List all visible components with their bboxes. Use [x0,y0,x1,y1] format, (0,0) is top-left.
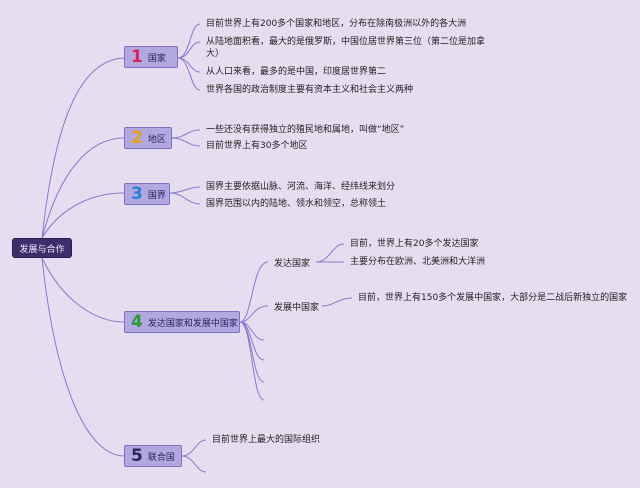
branch-label-5: 联合国 [147,452,175,463]
leaf-1-1: 目前世界上有200多个国家和地区，分布在除南极洲以外的各大洲 [206,19,467,29]
leaf-4-1-1: 目前，世界上有20多个发达国家 [350,239,479,249]
connector-b5-leaves [181,439,207,473]
branch-label-2: 地区 [147,134,166,145]
leaf-4-1-2: 主要分布在欧洲、北美洲和大洋洲 [350,257,486,267]
connector-b1-leaves [177,23,201,91]
branch-node-3[interactable]: 3 国界 [124,183,170,205]
leaf-1-2: 从陆地面积看，最大的是俄罗斯，中国位居世界第三位（第二位是加拿 [206,37,486,47]
connector-sub2-leaves [321,297,353,307]
connector-b3-leaves [169,186,201,205]
branch-node-5[interactable]: 5 联合国 [124,445,182,467]
branch-label-4: 发达国家和发展中国家 [147,318,238,329]
connector-sub1-leaves [315,243,345,263]
leaf-1-5: 世界各国的政治制度主要有资本主义和社会主义两种 [206,85,414,95]
sub-branch-developing[interactable]: 发展中国家 [274,303,320,313]
branch-node-4[interactable]: 4 发达国家和发展中国家 [124,311,240,333]
connector-root-b1 [41,57,125,239]
branch-number-2: 2 [131,127,143,148]
branch-label-1: 国家 [147,53,166,64]
leaf-2-1: 一些还没有获得独立的殖民地和属地，叫做“地区” [206,125,405,135]
leaf-1-4: 从人口来看，最多的是中国，印度居世界第二 [206,67,387,77]
branch-node-1[interactable]: 1 国家 [124,46,178,68]
branch-node-2[interactable]: 2 地区 [124,127,172,149]
connector-root-b4 [41,257,125,323]
leaf-2-2: 目前世界上有30多个地区 [206,141,308,151]
leaf-5-1: 目前世界上最大的国际组织 [212,435,321,445]
leaf-4-2-1: 目前，世界上有150多个发展中国家，大部分是二战后新独立的国家 [358,293,628,303]
branch-number-5: 5 [131,445,143,466]
leaf-3-1: 国界主要依据山脉、河流、海洋、经纬线来划分 [206,182,396,192]
branch-number-4: 4 [131,311,143,332]
connector-b4-subs [239,261,269,401]
root-label: 发展与合作 [19,244,65,255]
connector-root-b2 [41,137,125,239]
connector-root-b3 [41,192,125,239]
leaf-1-3: 大） [206,49,225,59]
connector-b2-leaves [171,129,201,147]
leaf-3-2: 国界范围以内的陆地、领水和领空，总称领土 [206,199,387,209]
branch-number-1: 1 [131,46,143,67]
branch-number-3: 3 [131,183,143,204]
sub-branch-developed[interactable]: 发达国家 [274,259,311,269]
connector-root-b5 [41,257,125,457]
root-node[interactable]: 发展与合作 [12,238,72,258]
branch-label-3: 国界 [147,190,166,201]
